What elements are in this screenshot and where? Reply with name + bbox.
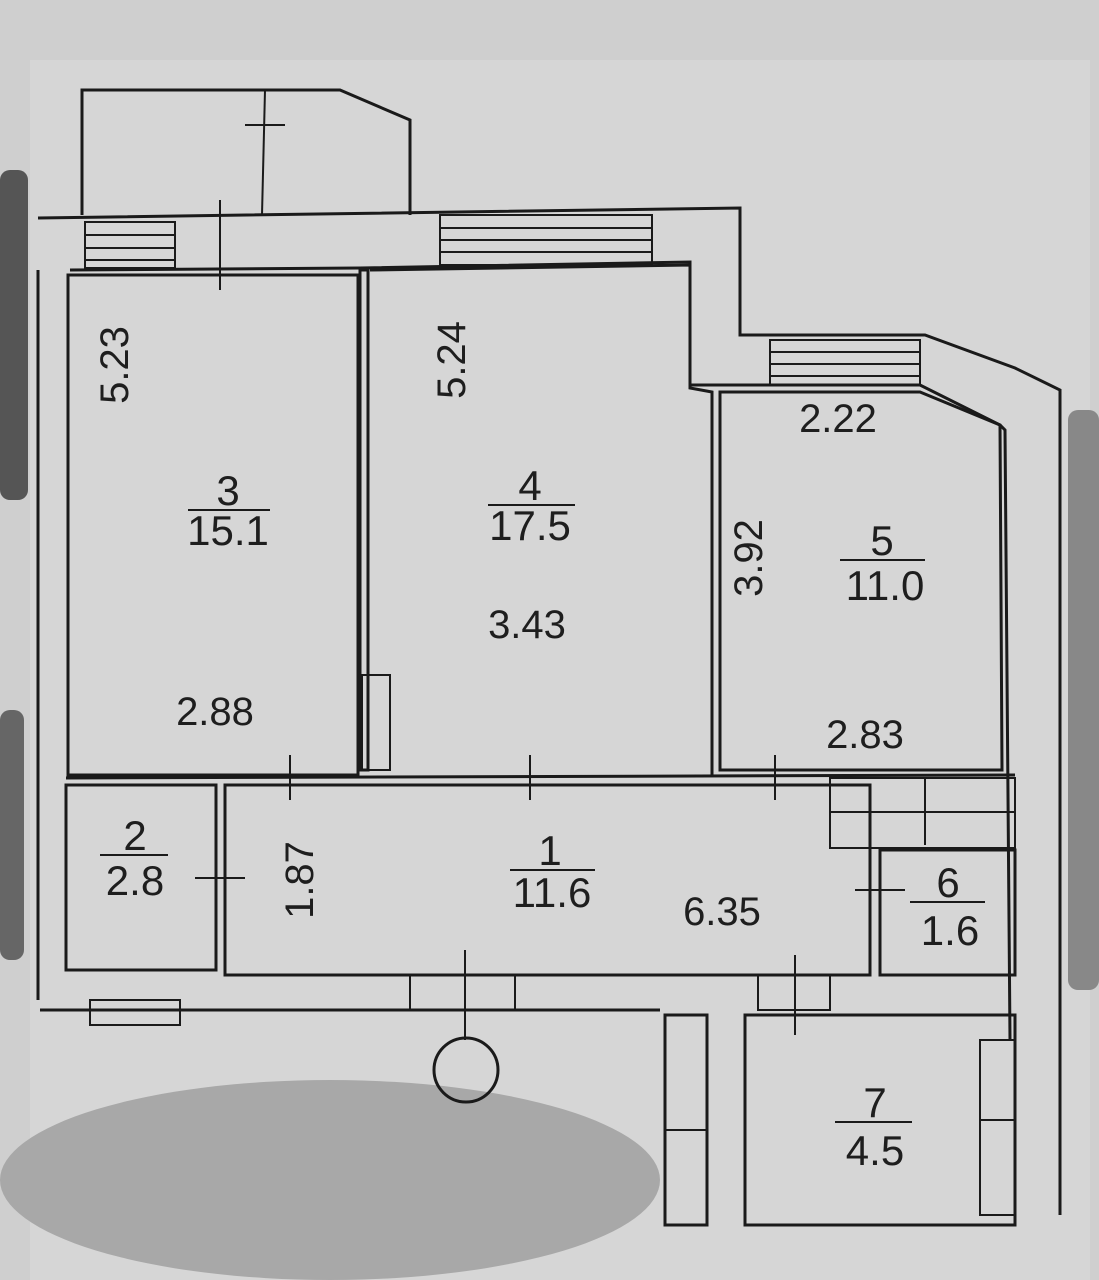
left-edge-mark-2 xyxy=(0,710,24,960)
room3-height-dim: 5.23 xyxy=(93,326,137,404)
room-5-area: 11.0 xyxy=(846,562,925,609)
room3-width-dim: 2.88 xyxy=(176,690,254,734)
room-6-number: 6 xyxy=(936,859,959,906)
room4-width-dim: 3.43 xyxy=(488,603,566,647)
bottom-smudge xyxy=(0,1080,660,1280)
balcony xyxy=(80,88,412,216)
room5-top-dim: 2.22 xyxy=(799,397,877,441)
room-5-number: 5 xyxy=(870,517,893,564)
room-7-area: 4.5 xyxy=(846,1127,904,1174)
windows xyxy=(84,200,921,386)
room-3-area: 15.1 xyxy=(187,507,269,554)
room-3-number: 3 xyxy=(216,467,239,514)
interior-walls xyxy=(40,263,1017,1227)
room-4-number: 4 xyxy=(518,462,541,509)
room4-height-dim: 5.24 xyxy=(430,321,474,399)
room-1-area: 11.6 xyxy=(513,869,592,916)
room-2-number: 2 xyxy=(123,812,146,859)
left-edge-mark xyxy=(0,170,28,500)
room-4-area: 17.5 xyxy=(489,502,571,549)
room-labels: 3 15.1 4 17.5 5 11.0 2 2.8 1 11.6 6 1.6 … xyxy=(100,462,985,1174)
hall-height-dim: 1.87 xyxy=(278,841,322,919)
room5-height-dim: 3.92 xyxy=(727,519,771,597)
dimension-ticks xyxy=(195,755,905,1040)
room-2-area: 2.8 xyxy=(106,857,164,904)
room-1-number: 1 xyxy=(538,827,561,874)
room-6-area: 1.6 xyxy=(921,907,979,954)
dimension-labels: 5.23 2.88 5.24 3.43 2.22 3.92 2.83 1.87 … xyxy=(93,321,904,934)
room5-width-dim: 2.83 xyxy=(826,713,904,757)
hall-width-dim: 6.35 xyxy=(683,890,761,934)
room-7-number: 7 xyxy=(863,1079,886,1126)
right-edge-mark xyxy=(1068,410,1099,990)
